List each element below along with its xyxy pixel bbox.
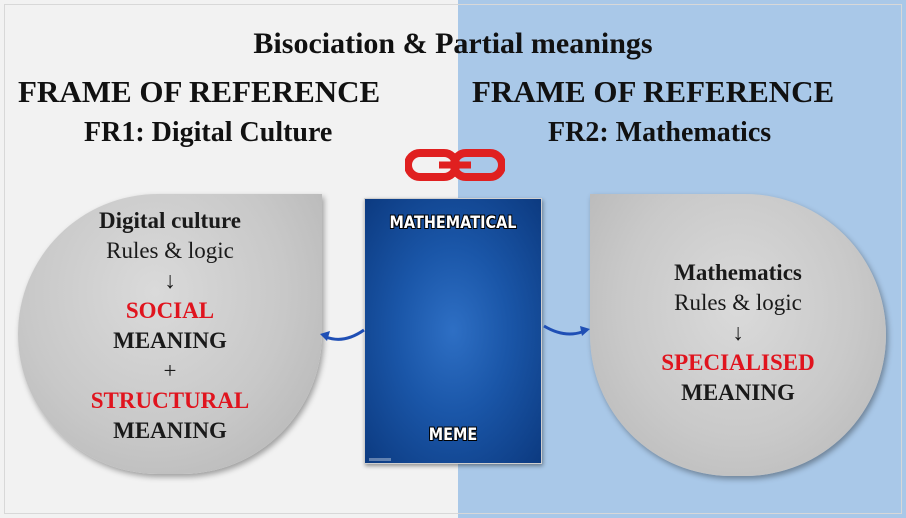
left-frame-label: FRAME OF REFERENCE [18,74,381,109]
right-curved-arrow-icon [543,324,590,336]
left-meaning-text: Digital culture Rules & logic ↓ SOCIAL M… [18,206,322,446]
left-frame-name: FR1: Digital Culture [84,117,333,148]
left-heading: Digital culture [98,208,242,233]
left-meaning-word-1: MEANING [113,328,227,353]
left-curved-arrow-icon [320,328,365,341]
left-structural-label: STRUCTURAL [90,388,250,413]
right-subheading: Rules & logic [674,290,802,315]
left-down-arrow: ↓ [164,268,176,293]
meme-bottom-text: MEME [428,425,478,445]
left-plus-sign: + [163,358,177,383]
meme-image: MATHEMATICAL MEME [364,198,542,464]
right-frame-name: FR2: Mathematics [548,117,772,148]
left-meaning-shape: Digital culture Rules & logic ↓ SOCIAL M… [18,194,322,474]
right-specialised-label: SPECIALISED [661,350,815,375]
meme-watermark [369,458,391,461]
main-title: Bisociation & Partial meanings [253,27,653,60]
right-meaning-text: Mathematics Rules & logic ↓ SPECIALISED … [590,258,886,408]
left-subheading: Rules & logic [106,238,234,263]
right-frame-label: FRAME OF REFERENCE [472,74,835,109]
right-heading: Mathematics [674,260,802,285]
right-down-arrow: ↓ [732,320,744,345]
right-meaning-shape: Mathematics Rules & logic ↓ SPECIALISED … [590,194,886,476]
left-social-label: SOCIAL [125,298,215,323]
figure-border [4,4,902,514]
meme-top-text: MATHEMATICAL [389,213,517,233]
left-meaning-word-2: MEANING [113,418,227,443]
right-meaning-word: MEANING [681,380,795,405]
chain-link-icon [405,149,505,181]
